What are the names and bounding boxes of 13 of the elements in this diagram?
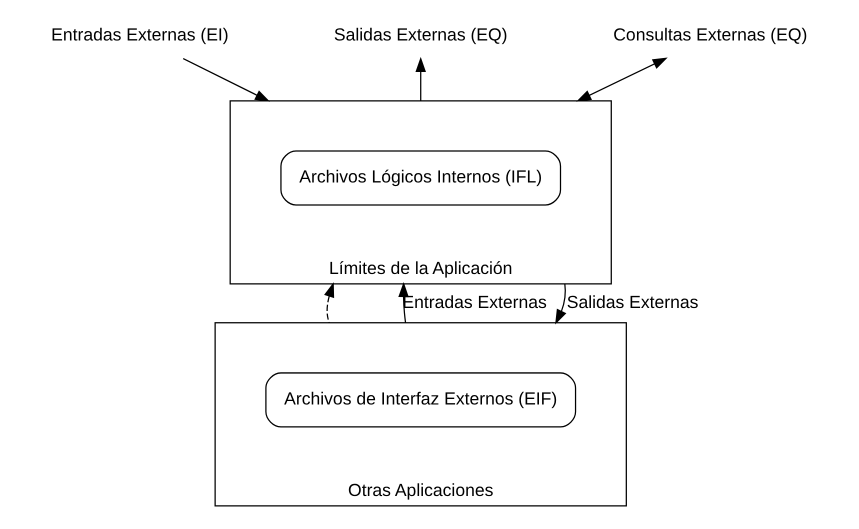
arrow xyxy=(398,282,409,323)
arrow xyxy=(415,56,426,101)
node-box: Archivos Lógicos Internos (IFL) xyxy=(280,150,562,206)
node-text: Consultas Externas (EQ) xyxy=(613,24,808,44)
node-text: Salidas Externas (EQ) xyxy=(334,24,508,44)
edge-label: Entradas Externas xyxy=(402,292,547,312)
edge-label: Salidas Externas xyxy=(566,292,698,312)
arrow xyxy=(324,282,334,323)
arrow xyxy=(182,58,270,102)
node-box: Archivos de Interfaz Externos (EIF) xyxy=(265,372,576,428)
arrow xyxy=(576,58,668,102)
node-text: Entradas Externas (EI) xyxy=(51,24,229,44)
arrow xyxy=(555,284,566,324)
